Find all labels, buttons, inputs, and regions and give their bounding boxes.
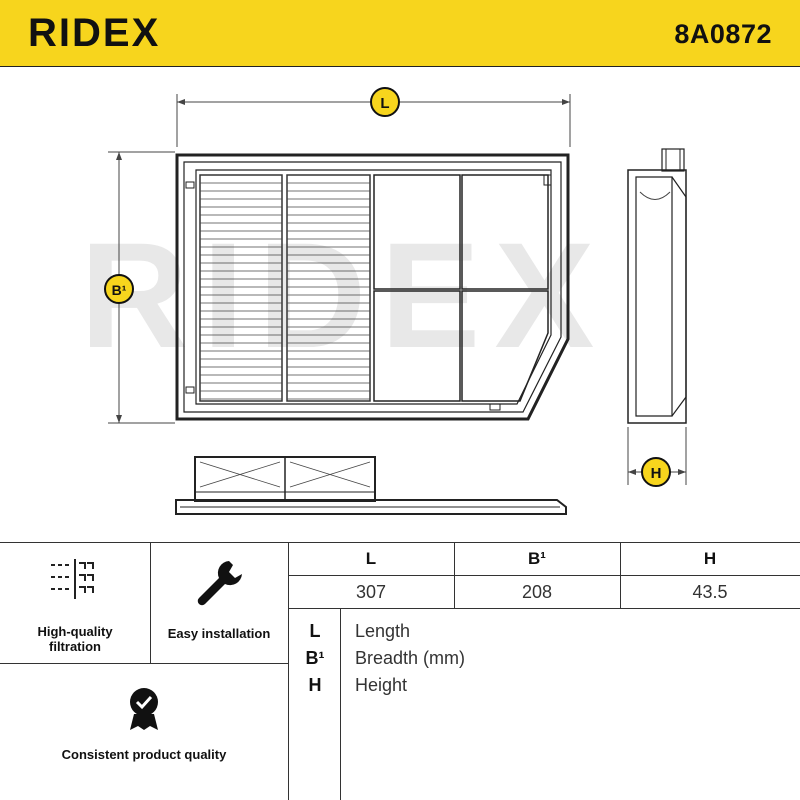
- dim-value-b: 208: [521, 582, 553, 602]
- feature-filtration: High-quality filtration: [0, 555, 150, 654]
- feature-quality: Consistent product quality: [0, 686, 288, 762]
- svg-text:RIDEX: RIDEX: [28, 12, 160, 52]
- legend-key: L: [309, 621, 321, 641]
- brand-logo: RIDEX: [28, 11, 198, 57]
- feature-label: High-quality filtration: [37, 624, 113, 654]
- legend-desc: Length: [355, 621, 411, 641]
- dim-badge-length: L: [370, 87, 400, 117]
- legend-key: H: [308, 675, 322, 695]
- divider: [288, 608, 800, 609]
- dim-header-h: H: [703, 549, 717, 568]
- legend-desc: Breadth (mm): [355, 648, 466, 668]
- feature-label: Consistent product quality: [61, 747, 227, 762]
- technical-drawing: RIDEX: [0, 67, 800, 543]
- divider: [0, 663, 288, 664]
- divider: [288, 575, 800, 576]
- filtration-icon: [51, 559, 94, 599]
- part-number: 8A0872: [674, 19, 772, 49]
- divider: [150, 542, 151, 664]
- quality-check-icon: [130, 688, 158, 730]
- divider: [340, 608, 341, 800]
- feature-label: Easy installation: [167, 626, 271, 641]
- header-bar: RIDEX 8A0872: [0, 0, 800, 67]
- divider: [288, 542, 289, 800]
- legend-desc: Height: [355, 675, 408, 695]
- divider: [620, 542, 621, 608]
- pleats: [199, 174, 371, 402]
- dim-badge-breadth: B¹: [104, 274, 134, 304]
- feature-installation: Easy installation: [150, 555, 288, 641]
- divider: [454, 542, 455, 608]
- svg-text:B¹: B¹: [112, 282, 127, 298]
- wrench-icon: [197, 561, 242, 606]
- dim-value-l: 307: [355, 582, 387, 602]
- svg-text:L: L: [380, 95, 389, 112]
- dim-badge-height: H: [641, 457, 671, 487]
- svg-text:H: H: [651, 465, 662, 482]
- legend-key: B¹: [305, 648, 325, 668]
- divider: [0, 542, 800, 543]
- dim-header-b: B¹: [528, 549, 546, 568]
- dim-header-l: L: [365, 549, 377, 568]
- dim-value-h: 43.5: [692, 582, 728, 602]
